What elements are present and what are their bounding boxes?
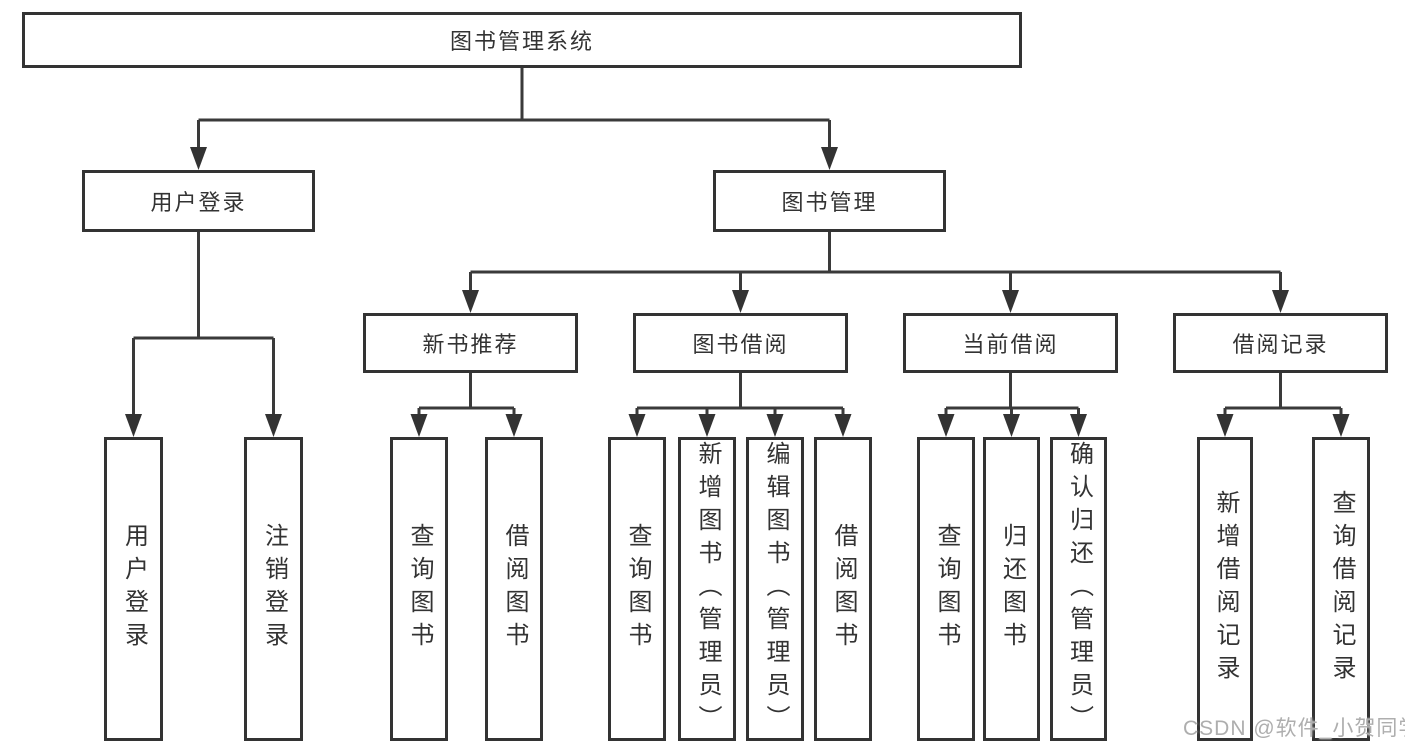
- leaf-borrow-books-recommend: 借阅图书: [485, 437, 543, 741]
- node-library-management-system: 图书管理系统: [22, 12, 1022, 68]
- arrowhead-icon: [732, 290, 749, 313]
- arrowhead-icon: [1272, 290, 1289, 313]
- node-label: 图书管理系统: [449, 29, 594, 54]
- node-user-login: 用户登录: [82, 170, 315, 232]
- node-label: 当前借阅: [962, 332, 1059, 357]
- leaf-query-books-borrow: 查询图书: [608, 437, 666, 741]
- connector-book-management: [469, 232, 1282, 293]
- node-book-borrowing: 图书借阅: [633, 313, 848, 373]
- leaf-label: 查询图书: [406, 523, 433, 655]
- node-label: 新书推荐: [422, 332, 519, 357]
- leaf-label: 注销登录: [260, 523, 288, 655]
- node-book-management: 图书管理: [713, 170, 946, 232]
- leaf-label: 查询借阅记录: [1328, 490, 1355, 688]
- arrowhead-icon: [821, 147, 838, 170]
- connector-user-login: [132, 232, 275, 417]
- leaf-confirm-return-admin: 确认归还（管理员）: [1050, 437, 1107, 741]
- leaf-edit-books-admin: 编辑图书（管理员）: [746, 437, 804, 741]
- arrowhead-icon: [1002, 290, 1019, 313]
- arrowhead-icon: [265, 414, 282, 437]
- leaf-query-books-current: 查询图书: [917, 437, 975, 741]
- leaf-add-borrow-record: 新增借阅记录: [1197, 437, 1253, 741]
- arrowhead-icon: [125, 414, 142, 437]
- leaf-label: 借阅图书: [830, 523, 857, 655]
- node-label: 用户登录: [150, 190, 247, 215]
- arrowhead-icon: [628, 414, 646, 437]
- leaf-label: 借阅图书: [501, 523, 528, 655]
- leaf-query-books-recommend: 查询图书: [390, 437, 448, 741]
- arrowhead-icon: [937, 414, 955, 437]
- arrowhead-icon: [766, 414, 784, 437]
- leaf-add-books-admin: 新增图书（管理员）: [678, 437, 736, 741]
- node-current-borrowing: 当前借阅: [903, 313, 1118, 373]
- node-label: 图书管理: [781, 190, 878, 215]
- leaf-label: 查询图书: [933, 523, 960, 655]
- leaf-query-borrow-record: 查询借阅记录: [1312, 437, 1370, 741]
- connector-root: [197, 68, 831, 150]
- watermark-text: CSDN @软件_小贺同学: [1183, 717, 1405, 740]
- leaf-return-books: 归还图书: [983, 437, 1040, 741]
- leaf-user-login: 用户登录: [104, 437, 163, 741]
- arrowhead-icon: [462, 290, 479, 313]
- connector-book-borrowing: [635, 373, 845, 417]
- node-label: 借阅记录: [1232, 332, 1329, 357]
- leaf-borrow-books: 借阅图书: [814, 437, 872, 741]
- arrowhead-icon: [1003, 414, 1020, 437]
- leaf-label: 新增借阅记录: [1212, 490, 1239, 688]
- arrowhead-icon: [834, 414, 852, 437]
- leaf-label: 确认归还（管理员）: [1065, 440, 1093, 738]
- leaf-label: 新增图书（管理员）: [694, 440, 721, 738]
- arrowhead-icon: [410, 414, 428, 437]
- leaf-label: 查询图书: [624, 523, 651, 655]
- arrowheads: [125, 147, 1350, 437]
- node-label: 图书借阅: [692, 332, 789, 357]
- leaf-label: 编辑图书（管理员）: [762, 440, 789, 738]
- leaf-label: 归还图书: [998, 523, 1026, 655]
- arrowhead-icon: [698, 414, 716, 437]
- node-new-book-recommendation: 新书推荐: [363, 313, 578, 373]
- arrowhead-icon: [190, 147, 207, 170]
- arrowhead-icon: [1332, 414, 1350, 437]
- arrowhead-icon: [1216, 414, 1234, 437]
- connector-current-borrowing: [944, 373, 1080, 417]
- connector-borrowing-records: [1223, 373, 1343, 417]
- leaf-label: 用户登录: [120, 523, 148, 655]
- leaf-logout: 注销登录: [244, 437, 303, 741]
- arrowhead-icon: [1070, 414, 1087, 437]
- node-borrowing-records: 借阅记录: [1173, 313, 1388, 373]
- arrowhead-icon: [505, 414, 523, 437]
- connector-new-book-recommendation: [417, 373, 516, 417]
